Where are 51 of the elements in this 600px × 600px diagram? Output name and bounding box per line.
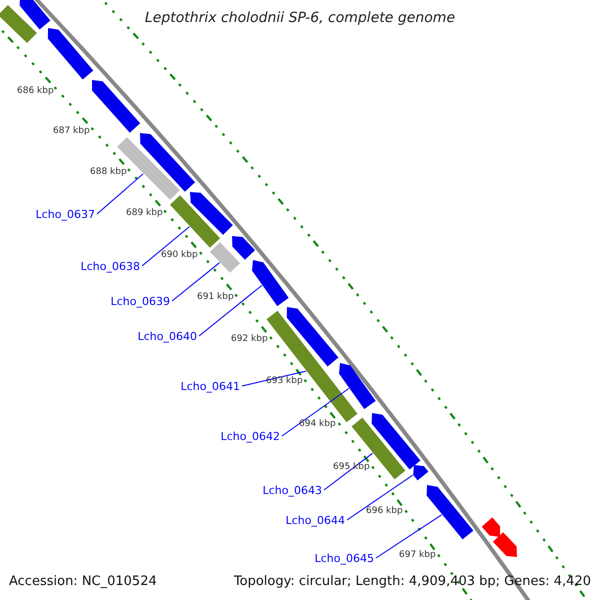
gene-bar	[352, 418, 406, 480]
gene-bar	[210, 242, 240, 273]
leader-line	[376, 514, 442, 558]
gene-block	[372, 413, 420, 470]
gene-label: Lcho_0642	[220, 431, 280, 442]
gene-block	[92, 80, 140, 133]
gene-bar	[170, 195, 220, 248]
scale-label: 693 kbp	[266, 377, 303, 386]
scale-label: 689 kbp	[126, 209, 163, 218]
scale-label: 692 kbp	[231, 335, 268, 344]
leader-line	[172, 262, 220, 302]
gene-block	[492, 532, 517, 557]
leader-line	[346, 474, 414, 520]
leader-line	[324, 452, 374, 490]
gene-block	[140, 133, 196, 192]
gene-block	[339, 363, 376, 410]
leader-line	[282, 388, 350, 436]
gene-block	[252, 260, 289, 306]
scale-label: 697 kbp	[399, 551, 436, 560]
leader-line	[142, 226, 190, 266]
gene-label: Lcho_0644	[286, 515, 345, 526]
gene-block	[413, 465, 428, 480]
gene-label: Lcho_0643	[262, 485, 322, 496]
scale-label: 687 kbp	[53, 127, 90, 136]
leader-line	[96, 173, 144, 214]
scale-label: 691 kbp	[197, 293, 234, 302]
gene-block	[426, 485, 474, 540]
leader-line	[242, 370, 307, 386]
gene-label: Lcho_0639	[110, 296, 170, 307]
gene-bar	[0, 5, 37, 43]
gene-block	[190, 192, 233, 235]
scale-label: 694 kbp	[299, 420, 336, 429]
gene-block	[286, 307, 338, 366]
scale-label: 688 kbp	[90, 168, 127, 177]
gene-label: Lcho_0638	[80, 261, 140, 272]
footer-text: Accession: NC_010524	[9, 575, 157, 588]
gene-label: Lcho_0640	[138, 331, 197, 342]
gene-block	[482, 517, 500, 537]
scale-label: 695 kbp	[333, 463, 370, 472]
gene-label: Lcho_0645	[314, 553, 374, 564]
scale-label: 696 kbp	[366, 507, 403, 516]
gene-label: Lcho_0641	[180, 381, 240, 392]
scale-label: 686 kbp	[17, 87, 54, 96]
footer-text: Topology: circular; Length: 4,909,403 bp; Genes: 4,420	[234, 575, 591, 588]
gene-block	[20, 0, 50, 30]
gene-label: Lcho_0637	[36, 209, 95, 220]
scale-label: 690 kbp	[161, 251, 198, 260]
gene-block	[48, 28, 94, 80]
title-text: Leptothrix cholodnii SP-6, complete genome	[144, 11, 456, 25]
leader-line	[198, 284, 262, 336]
gene-block	[232, 236, 256, 260]
